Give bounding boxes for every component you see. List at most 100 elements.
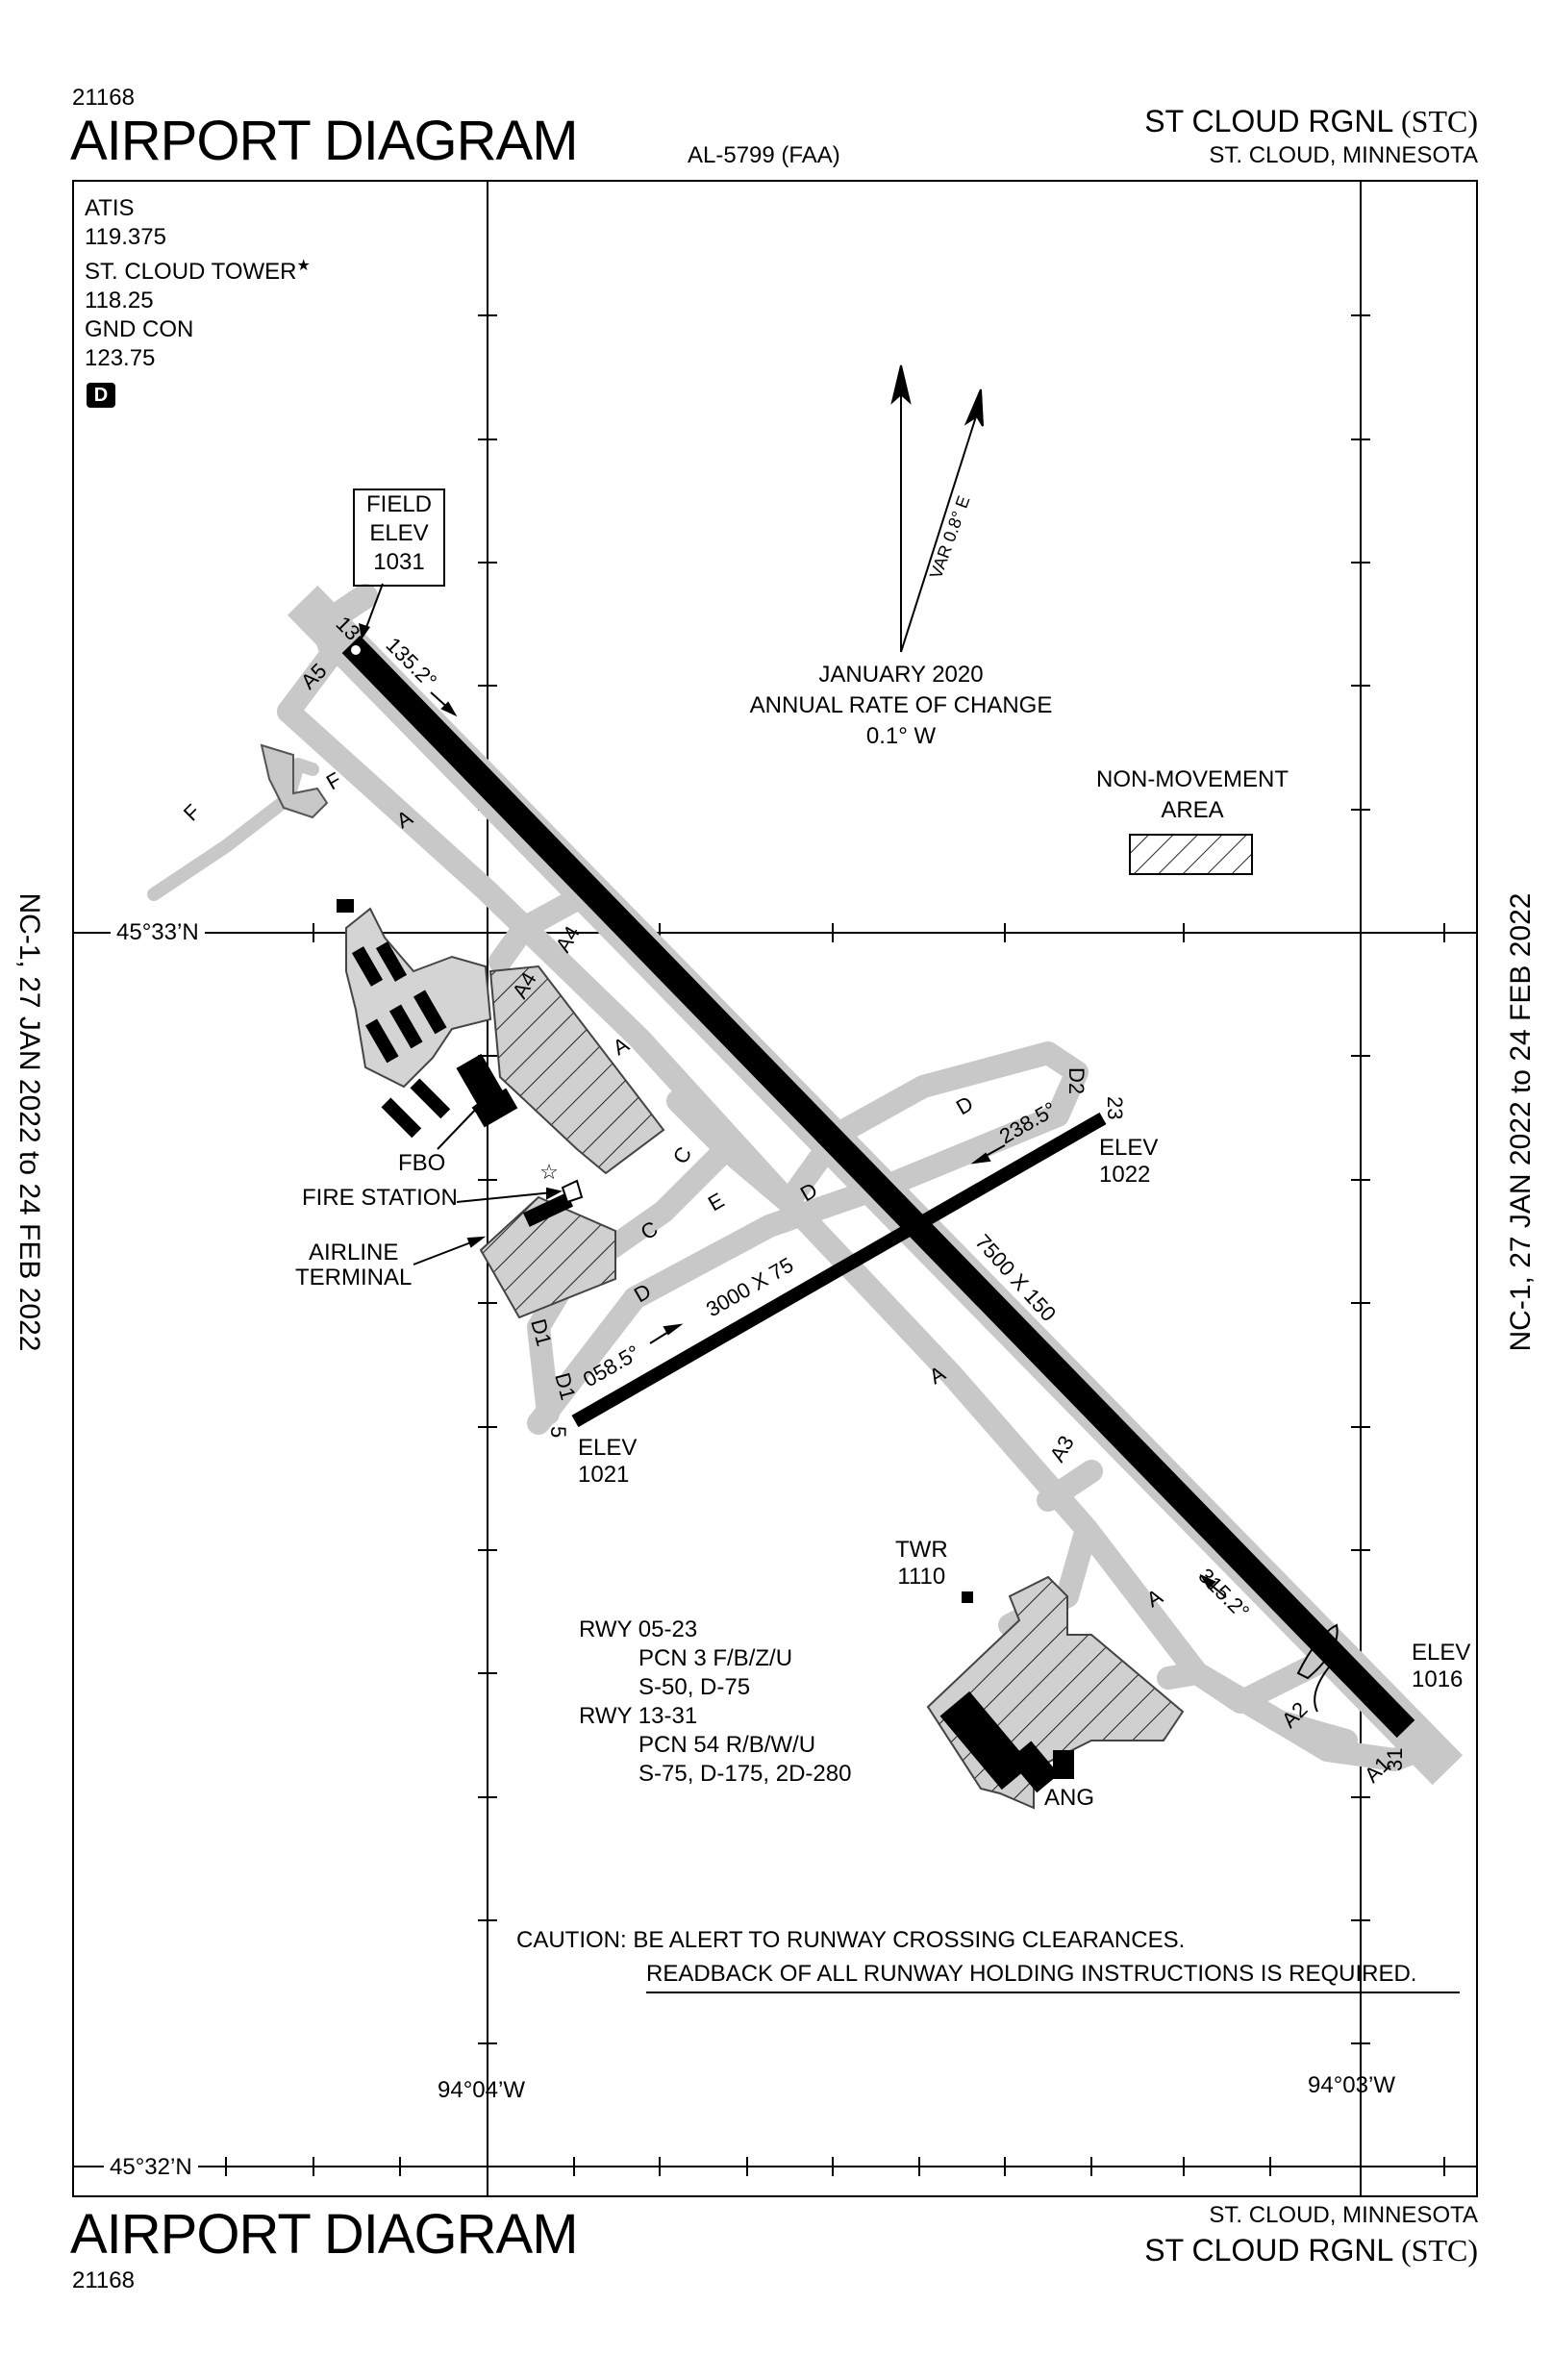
mag-north-head: [964, 388, 984, 427]
field-elev-leader: [364, 583, 384, 631]
atis-label: ATIS: [85, 195, 135, 221]
runway-13-31: [341, 635, 1415, 1739]
title-top: AIRPORT DIAGRAM: [70, 110, 579, 172]
diagram-frame: [72, 180, 1478, 2197]
hangar-4: [364, 1018, 399, 1064]
airport-id: (STC): [1401, 104, 1478, 138]
north-arrows: [890, 364, 984, 653]
elev-rwy23-label: ELEV: [1099, 1135, 1159, 1161]
mag-north-line: [900, 413, 978, 653]
airport-id-bottom: (STC): [1401, 2233, 1478, 2267]
fbo-building-2: [472, 1088, 518, 1128]
arcs-a2: [1296, 1623, 1339, 1713]
pcn-block: RWY 05-23 PCN 3 F/B/Z/U S-50, D-75 RWY 1…: [579, 1616, 851, 1789]
magnetic-variation-note: JANUARY 2020 ANNUAL RATE OF CHANGE 0.1° …: [709, 660, 1093, 752]
taxi-a3: A3: [1045, 1432, 1079, 1466]
lon-east-label: 94°03’W: [1308, 2072, 1395, 2098]
chart-number-top: 21168: [72, 85, 135, 111]
runway-05-23: [571, 1112, 1107, 1428]
tower-label-block: TWR 1110: [895, 1537, 948, 1591]
hangar-2: [351, 946, 384, 987]
grid-lines: [72, 180, 1478, 2197]
field-elev-box: FIELD ELEV 1031: [353, 489, 445, 587]
title-bottom: AIRPORT DIAGRAM: [70, 2203, 579, 2266]
hangar-7: [381, 1097, 422, 1139]
ang-label: ANG: [1044, 1785, 1095, 1811]
hangar-6: [413, 990, 447, 1035]
pcn-rwy0523-pcn: PCN 3 F/B/Z/U: [638, 1645, 793, 1671]
pcn-rwy0523-wt: S-50, D-75: [638, 1674, 751, 1700]
taxiway-a2: [1186, 1642, 1348, 1714]
taxi-d-2: D: [952, 1091, 977, 1120]
gnd-label: GND CON: [85, 316, 194, 342]
north-apron: [488, 965, 665, 1175]
field-elev-value: 1031: [373, 549, 425, 575]
pcn-rwy0523: RWY 05-23: [579, 1616, 698, 1642]
label-rwy5: 5: [546, 1426, 570, 1438]
mag-rate-label: ANNUAL RATE OF CHANGE: [749, 692, 1053, 718]
elev-rwy5-value: 1021: [578, 1462, 630, 1488]
ang-hangar-3: [1053, 1750, 1074, 1779]
lat-south-label: 45°32’N: [104, 2154, 198, 2181]
mag-date: JANUARY 2020: [818, 662, 984, 688]
field-elev-line2: ELEV: [369, 520, 429, 546]
elev-rwy31-label: ELEV: [1412, 1640, 1471, 1666]
taxiway-ang-link2: [1157, 1662, 1209, 1690]
label-var: VAR 0.8° E: [926, 493, 974, 581]
tower-label: TWR: [895, 1537, 948, 1563]
terminal-line2: TERMINAL: [295, 1265, 413, 1290]
non-movement-legend-swatch: [1129, 834, 1253, 875]
airline-terminal-label: AIRLINE TERMINAL: [295, 1240, 412, 1290]
taxi-e: E: [704, 1188, 728, 1215]
tower-star-icon: ★: [296, 258, 311, 274]
tower-elev: 1110: [897, 1564, 946, 1590]
legend-line1: NON-MOVEMENT: [1096, 766, 1289, 792]
elev-rwy5-label: ELEV: [578, 1435, 638, 1461]
airport-name-bottom: ST CLOUD RGNL (STC): [1144, 2233, 1478, 2268]
hangar-1: [337, 899, 354, 913]
fire-station-building: [561, 1179, 584, 1204]
tower-label: ST. CLOUD TOWER: [85, 259, 297, 285]
chart-number-bottom: 21168: [72, 2267, 135, 2293]
elev-rwy23: ELEV 1022: [1099, 1135, 1158, 1189]
city-state-bottom: ST. CLOUD, MINNESOTA: [1209, 2202, 1478, 2228]
field-elev-leader-head: [359, 623, 370, 639]
airport-name-top: ST CLOUD RGNL (STC): [1144, 104, 1478, 139]
elev-rwy23-value: 1022: [1099, 1162, 1151, 1188]
city-state-top: ST. CLOUD, MINNESOTA: [1209, 142, 1478, 168]
terminal-apron: [479, 1195, 616, 1319]
fire-station-label: FIRE STATION: [302, 1185, 458, 1211]
pcn-rwy1331-wt: S-75, D-175, 2D-280: [638, 1761, 852, 1787]
terminal-line1: AIRLINE: [308, 1240, 399, 1265]
atis-frequency: 119.375: [85, 224, 166, 250]
legend-line2: AREA: [1161, 797, 1224, 823]
ang-hangar-1: [939, 1691, 1032, 1791]
taxi-d2: D2: [1064, 1067, 1089, 1094]
caution-line2: READBACK OF ALL RUNWAY HOLDING INSTRUCTI…: [646, 1961, 1417, 1987]
tower-row: ST. CLOUD TOWER★: [85, 252, 311, 287]
caution-line1: CAUTION: BE ALERT TO RUNWAY CROSSING CLE…: [516, 1927, 1186, 1953]
taxiway-d: [527, 1104, 1069, 1435]
frequencies-block: ATIS 119.375 ST. CLOUD TOWER★ 118.25 GND…: [85, 194, 311, 373]
hangar-3: [375, 941, 408, 982]
airport-name-bottom-text: ST CLOUD RGNL: [1144, 2233, 1393, 2267]
fbo-label: FBO: [398, 1150, 446, 1176]
taxiway-f-apron: [260, 743, 329, 819]
elev-rwy31: ELEV 1016: [1412, 1640, 1470, 1693]
true-north-head: [890, 364, 912, 405]
field-elev-line1: FIELD: [365, 491, 432, 517]
taxiway-a4b: [488, 916, 536, 973]
elev-rwy5: ELEV 1021: [578, 1435, 637, 1489]
hangar-5: [388, 1004, 423, 1049]
gnd-frequency: 123.75: [85, 345, 156, 371]
runway-13-threshold: [351, 645, 361, 655]
mag-rate-value: 0.1° W: [865, 723, 937, 749]
label-rwy31: 31: [1383, 1748, 1407, 1771]
fire-station-star: ☆: [539, 1160, 559, 1184]
airport-name-text: ST CLOUD RGNL: [1144, 104, 1393, 138]
lat-north-label: 45°33’N: [111, 919, 205, 946]
grid-ticks: [180, 314, 1445, 2176]
taxi-c-1: C: [668, 1142, 697, 1167]
al-number: AL-5799 (FAA): [688, 142, 840, 168]
non-movement-legend-label: NON-MOVEMENT AREA: [1067, 764, 1317, 826]
